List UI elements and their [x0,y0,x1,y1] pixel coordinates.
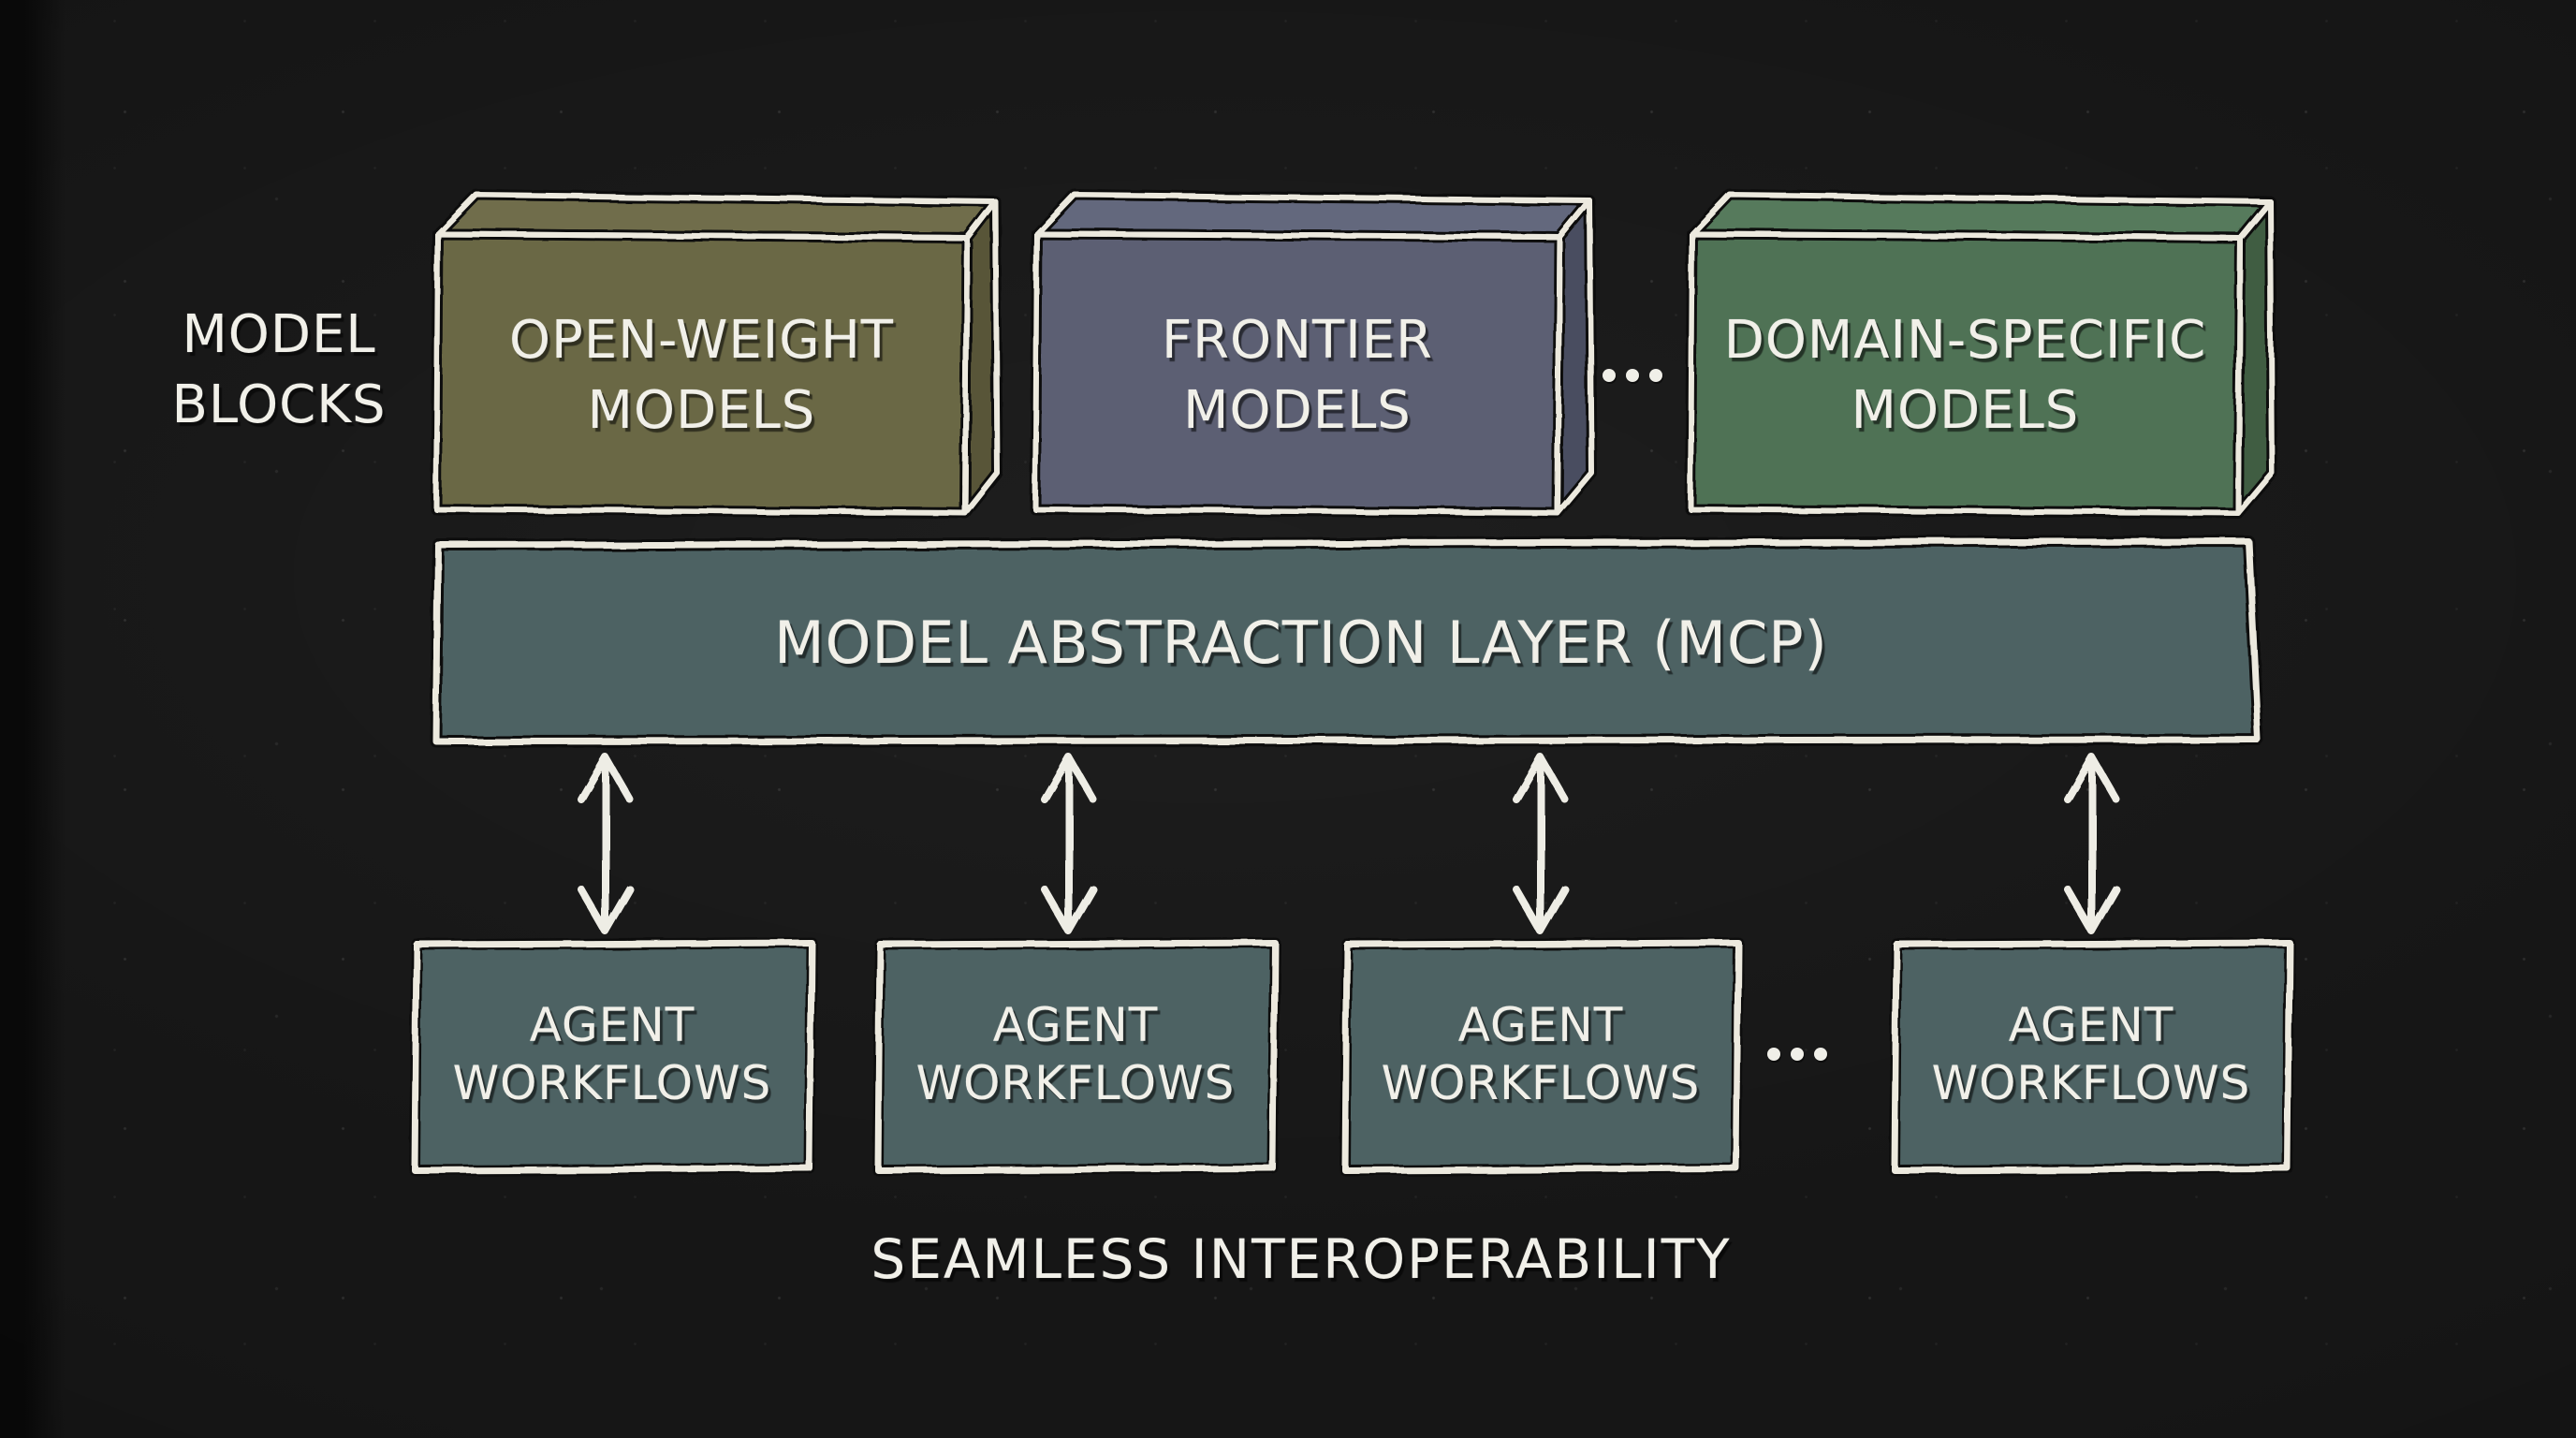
agent-workflows-box-3 [1339,937,1744,1176]
frontier-models-line1: FRONTIER [1161,310,1434,371]
agent-box-chalk-outline [1891,939,2293,1174]
bar-chalk-outline [432,537,2261,745]
arrow-2 [1041,754,1097,935]
agent-label-line2: WORKFLOWS [915,1056,1236,1110]
agent-workflows-label-4: AGENT WORKFLOWS [1895,996,2288,1112]
frontier-models-label: FRONTIER MODELS [1035,305,1559,446]
model-blocks-label-line2: BLOCKS [171,374,387,435]
agent-box-chalk-outline [874,939,1279,1174]
agents-ellipsis: ... [1767,1048,1837,1061]
arrow-3 [1513,754,1569,935]
domain-specific-models-line2: MODELS [1851,380,2080,441]
models-ellipsis: ... [1603,369,1673,382]
box-chalk-outline [1688,192,2275,516]
domain-specific-models-line1: DOMAIN-SPECIFIC [1723,310,2207,371]
model-blocks-label: MODEL BLOCKS [112,300,446,440]
abstraction-layer-bar [430,535,2264,748]
agent-workflows-label-2: AGENT WORKFLOWS [878,996,1273,1112]
open-weight-models-line2: MODELS [587,380,816,441]
agent-workflows-box-4 [1889,937,2295,1176]
arrow-head-down [578,886,634,935]
agent-workflows-box-2 [872,937,1281,1176]
agent-label-line2: WORKFLOWS [1381,1056,1701,1110]
arrow-head-up [1041,754,1097,803]
arrow-head-up [578,754,634,803]
agent-box-chalk-outline [411,939,815,1174]
agent-label-line2: WORKFLOWS [452,1056,772,1110]
agent-label-line2: WORKFLOWS [1931,1056,2251,1110]
arrow-head-down [2064,886,2120,935]
agent-label-line1: AGENT [992,998,1159,1052]
ellipsis-dot [1626,369,1639,382]
agent-box-chalk-outline [1341,939,1742,1174]
agent-label-line1: AGENT [2008,998,2174,1052]
model-block-domain-specific [1685,189,2277,519]
arrow-4 [2064,754,2120,935]
model-blocks-label-line1: MODEL [182,304,376,365]
box-chalk-outline [1032,192,1594,516]
agent-label-line1: AGENT [529,998,695,1052]
arrow-head-up [1513,754,1569,803]
domain-specific-models-label: DOMAIN-SPECIFIC MODELS [1690,305,2240,446]
footer-caption: SEAMLESS INTEROPERABILITY [871,1227,1732,1291]
arrow-head-down [1041,886,1097,935]
box-chalk-outline [433,192,1000,516]
agent-workflows-box-1 [409,937,817,1176]
open-weight-models-label: OPEN-WEIGHT MODELS [436,305,967,446]
agent-workflows-label-1: AGENT WORKFLOWS [415,996,810,1112]
ellipsis-dot [1791,1048,1804,1061]
ellipsis-dot [1603,369,1616,382]
agent-label-line1: AGENT [1457,998,1624,1052]
ellipsis-dot [1814,1048,1827,1061]
open-weight-models-line1: OPEN-WEIGHT [508,310,895,371]
frontier-models-line2: MODELS [1183,380,1412,441]
agent-workflows-label-3: AGENT WORKFLOWS [1345,996,1736,1112]
model-block-frontier [1030,189,1597,519]
arrow-head-down [1513,886,1569,935]
ellipsis-dot [1767,1048,1780,1061]
arrow-1 [578,754,634,935]
arrow-head-up [2064,754,2120,803]
ellipsis-dot [1649,369,1662,382]
model-block-open-weight [431,189,1003,519]
abstraction-layer-label: MODEL ABSTRACTION LAYER (MCP) [774,609,1828,677]
